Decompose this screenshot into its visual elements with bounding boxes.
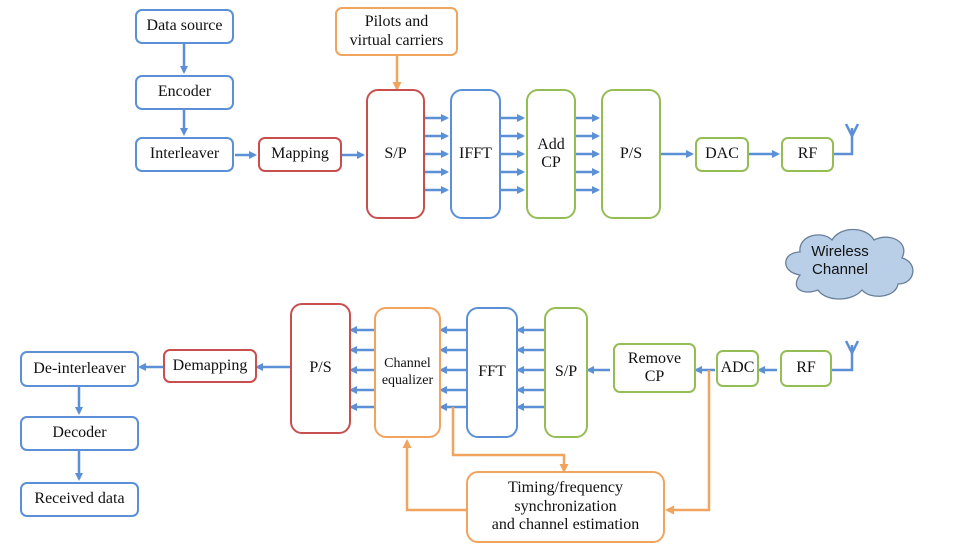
rx-ps-block: P/S <box>290 303 351 434</box>
wireless-channel-cloud <box>785 228 914 300</box>
interleaver-block: Interleaver <box>135 137 234 172</box>
tx-ps-block: P/S <box>601 89 661 219</box>
arrows-equalizer-ps <box>349 326 374 411</box>
sync-estimation-block: Timing/frequency synchronization and cha… <box>466 471 665 543</box>
fft-block: FFT <box>466 307 518 438</box>
arrows-addcp-ps <box>576 114 600 194</box>
arrows-sp-ifft <box>425 114 449 194</box>
encoder-block: Encoder <box>135 75 234 110</box>
demapping-block: Demapping <box>163 349 257 383</box>
tx-antenna-icon <box>844 123 860 139</box>
pilots-block: Pilots and virtual carriers <box>335 7 458 56</box>
received-data-block: Received data <box>20 482 139 517</box>
arrow-fft-sync <box>451 407 569 473</box>
adc-block: ADC <box>716 350 759 387</box>
dac-block: DAC <box>695 137 749 172</box>
data-source-block: Data source <box>135 9 234 44</box>
arrows-fft-equalizer <box>439 326 466 411</box>
arrows-ifft-addcp <box>501 114 525 194</box>
rx-rf-block: RF <box>780 350 832 387</box>
arrows-sp-fft <box>516 326 544 411</box>
decoder-block: Decoder <box>20 416 139 451</box>
arrow-sync-equalizer <box>402 439 466 512</box>
ifft-block: IFFT <box>450 89 501 219</box>
channel-equalizer-block: Channel equalizer <box>374 307 441 438</box>
arrow-adc-sync <box>665 370 711 515</box>
rx-sp-block: S/P <box>544 307 588 438</box>
rx-antenna-icon <box>844 340 860 356</box>
mapping-block: Mapping <box>258 137 342 172</box>
add-cp-block: Add CP <box>526 89 576 219</box>
tx-rf-block: RF <box>781 137 834 172</box>
tx-sp-block: S/P <box>366 89 425 219</box>
remove-cp-block: Remove CP <box>613 343 696 393</box>
deinterleaver-block: De-interleaver <box>20 351 139 387</box>
wireless-channel-label: Wireless Channel <box>811 243 869 278</box>
